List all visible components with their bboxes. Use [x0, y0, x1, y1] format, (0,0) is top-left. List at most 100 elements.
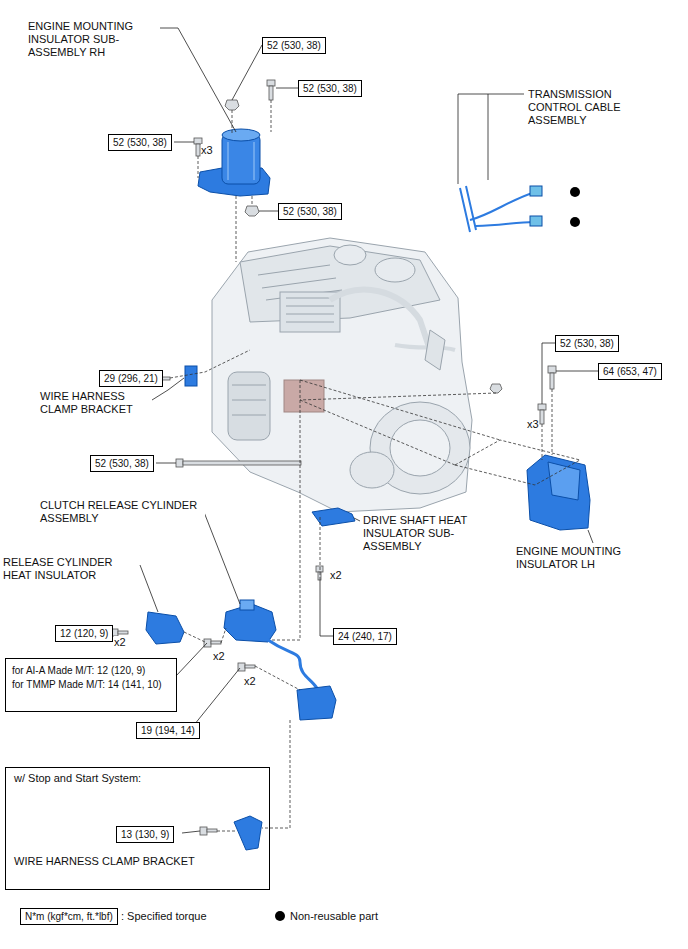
bolts-shape [538, 404, 546, 410]
torque-box: 24 (240, 17) [333, 628, 397, 645]
engine-illustration [212, 238, 472, 512]
torque-box: 19 (194, 14) [136, 722, 200, 739]
leader-lines-shape [458, 94, 524, 184]
engine-illustration-shape [284, 380, 324, 412]
non-reusable-marks-shape [570, 187, 580, 197]
torque-value: 29 (296, 21) [104, 373, 158, 384]
torque-value: N*m (kgf*cm, ft.*lbf) [25, 911, 113, 922]
blue-parts-shape [530, 216, 542, 226]
torque-box: 13 (130, 9) [116, 826, 174, 843]
blue-parts-shape [527, 455, 590, 530]
leader-lines-shape [190, 668, 240, 730]
engine-illustration-shape [395, 345, 455, 350]
legend-text: : Specified torque [121, 910, 207, 923]
dashed-assembly-lines-shape [300, 393, 496, 400]
engine-illustration-shape [425, 330, 445, 370]
note-heading: w/ Stop and Start System: [14, 772, 141, 784]
dashed-assembly-lines-shape [236, 196, 237, 262]
part-name: WIRE HARNESS CLAMP BRACKET [40, 390, 152, 416]
bolts-shape [245, 206, 259, 216]
torque-value: 19 (194, 14) [141, 725, 195, 736]
torque-box: 12 (120, 9) [55, 625, 113, 642]
part-name: CLUTCH RELEASE CYLINDER ASSEMBLY [40, 499, 205, 525]
part-name: RELEASE CYLINDER HEAT INSULATOR [3, 556, 131, 582]
quantity-mark: x2 [330, 569, 342, 582]
leader-lines-shape [320, 580, 333, 636]
note-panel: for AI-A Made M/T: 12 (120, 9)for TMMP M… [5, 658, 177, 712]
bolts-shape [225, 100, 239, 110]
torque-value: 52 (530, 38) [95, 458, 149, 469]
dashed-assembly-lines [170, 100, 580, 831]
leader-lines-shape [174, 142, 194, 143]
dashed-assembly-lines-shape [184, 632, 205, 642]
dashed-assembly-lines-shape [455, 440, 580, 485]
engine-illustration-shape [330, 290, 430, 350]
dashed-assembly-lines-shape [552, 389, 553, 455]
engine-illustration-shape [375, 258, 415, 282]
engine-illustration-shape [232, 385, 266, 415]
part-name: ENGINE MOUNTING INSULATOR SUB-ASSEMBLY R… [28, 20, 153, 59]
bolts-shape [176, 459, 183, 467]
blue-parts [146, 129, 590, 850]
leader-lines-shape [182, 831, 200, 833]
blue-parts-shape [312, 508, 355, 526]
leader-lines-shape [156, 463, 176, 464]
leader-lines-shape [588, 530, 593, 543]
note-panel: w/ Stop and Start System: WIRE HARNESS CL… [5, 767, 270, 890]
note-heading: for AI-A Made M/T: 12 (120, 9) [12, 664, 170, 678]
part-name: ENGINE MOUNTING INSULATOR LH [516, 545, 641, 571]
dashed-assembly-lines-shape [170, 350, 250, 378]
bolts-shape [548, 366, 556, 373]
quantity-mark: x2 [114, 636, 126, 649]
bolts-shape [183, 461, 301, 465]
dashed-assembly-lines-shape [271, 100, 272, 132]
dashed-assembly-lines-shape [221, 628, 226, 643]
leader-lines-shape [488, 94, 489, 180]
blue-parts-shape [228, 142, 254, 180]
bolts-shape [550, 373, 554, 389]
dashed-assembly-lines-shape [198, 156, 199, 178]
part-name: DRIVE SHAFT HEAT INSULATOR SUB-ASSEMBLY [363, 514, 503, 553]
blue-parts-shape [234, 816, 262, 850]
quantity-mark: x2 [213, 650, 225, 663]
dashed-assembly-lines-shape [272, 380, 300, 640]
torque-value: 52 (530, 38) [267, 40, 321, 51]
quantity-mark: x2 [244, 675, 256, 688]
torque-value: 13 (130, 9) [121, 829, 169, 840]
quantity-mark: x3 [527, 418, 539, 431]
engine-illustration-shape [390, 420, 450, 476]
leader-lines-shape [354, 518, 360, 521]
blue-parts-shape [530, 186, 542, 196]
leader-lines-shape [140, 565, 158, 612]
torque-value: 52 (530, 38) [560, 338, 614, 349]
bolts-shape [196, 144, 200, 156]
blue-parts-shape [460, 186, 476, 232]
torque-value: 24 (240, 17) [338, 631, 392, 642]
leader-lines [104, 28, 598, 833]
note-text: for TMMP Made M/T: 14 (141, 10) [12, 678, 170, 692]
bolts-shape [211, 641, 221, 644]
legend-symbols [275, 911, 285, 921]
torque-value: 52 (530, 38) [283, 206, 337, 217]
note-text: WIRE HARNESS CLAMP BRACKET [14, 855, 195, 867]
dashed-assembly-lines-shape [217, 831, 236, 832]
legend-text: Non-reusable part [290, 910, 378, 923]
torque-box: 52 (530, 38) [278, 203, 342, 220]
torque-value: 64 (653, 47) [603, 366, 657, 377]
torque-box: 52 (530, 38) [298, 80, 362, 97]
torque-value: 12 (120, 9) [60, 628, 108, 639]
bolts-shape [200, 827, 207, 835]
torque-value: 52 (530, 38) [113, 137, 167, 148]
bolts-shape [204, 639, 211, 647]
engine-illustration-shape [350, 452, 394, 488]
dashed-assembly-lines-shape [252, 196, 253, 206]
bolts-shape [269, 86, 273, 100]
non-reusable-marks [570, 187, 580, 227]
leader-lines-shape [202, 507, 240, 604]
leader-lines-shape [276, 88, 298, 89]
leader-lines-shape [160, 28, 236, 132]
torque-box: 52 (530, 38) [108, 134, 172, 151]
blue-parts-shape [297, 686, 336, 720]
